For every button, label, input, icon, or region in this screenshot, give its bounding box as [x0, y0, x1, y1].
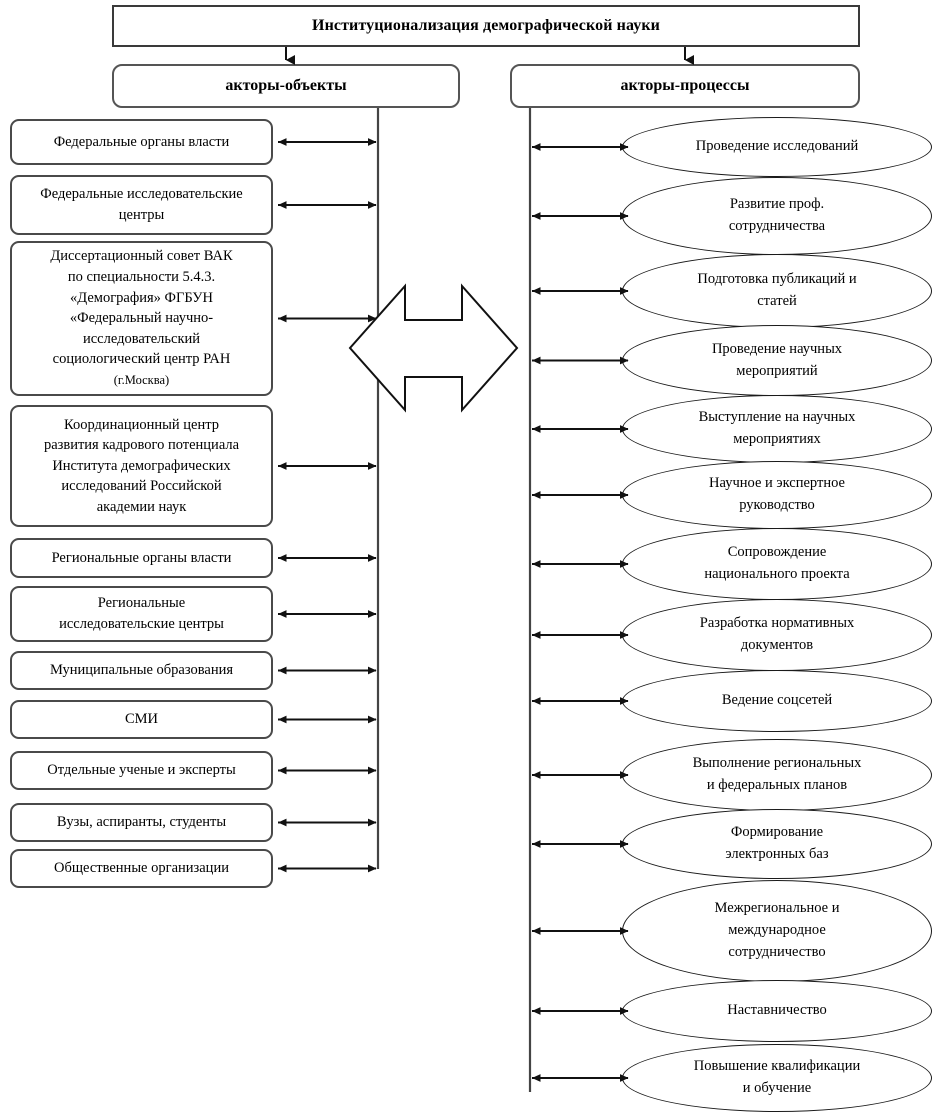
actor-process-label: Повышение квалификации и обучение [693, 1058, 861, 1096]
actor-object-box[interactable]: Региональные исследовательские центры [10, 586, 273, 642]
diagram-title-box: Институционализация демографической наук… [112, 5, 860, 47]
actor-object-label: Отдельные ученые и эксперты [47, 762, 236, 779]
actor-object-label: Муниципальные образования [49, 662, 234, 679]
actor-process-ellipse[interactable]: Сопровождение национального проекта [622, 528, 932, 600]
actor-object-box[interactable]: Вузы, аспиранты, студенты [10, 803, 273, 842]
actor-object-box[interactable]: Региональные органы власти [10, 538, 273, 578]
actor-object-box[interactable]: Координационный центр развития кадрового… [10, 405, 273, 527]
actor-process-ellipse[interactable]: Выступление на научных мероприятиях [622, 395, 932, 463]
actor-object-box[interactable]: Общественные организации [10, 849, 273, 888]
actor-object-label: Региональные органы власти [51, 549, 232, 566]
actor-object-box[interactable]: Федеральные исследовательские центры [10, 175, 273, 235]
column-header-label-right: акторы-процессы [620, 77, 750, 95]
actor-object-label: Региональные исследовательские центры [59, 595, 224, 632]
actor-object-box[interactable]: Муниципальные образования [10, 651, 273, 690]
actor-process-label: Разработка нормативных документов [699, 615, 855, 653]
actor-process-ellipse[interactable]: Разработка нормативных документов [622, 599, 932, 671]
left-connectors [277, 138, 377, 873]
actor-object-label: Общественные организации [54, 860, 229, 877]
actor-process-label: Формирование электронных баз [725, 824, 829, 862]
actor-object-box[interactable]: Отдельные ученые и эксперты [10, 751, 273, 790]
actor-process-label: Выполнение региональных и федеральных пл… [692, 755, 862, 793]
actor-process-ellipse[interactable]: Научное и экспертное руководство [622, 461, 932, 529]
bidirectional-block-arrow-icon [348, 283, 519, 413]
actor-process-ellipse[interactable]: Межрегиональное и международное сотрудни… [622, 880, 932, 982]
actor-process-ellipse[interactable]: Проведение научных мероприятий [622, 325, 932, 396]
actor-object-box[interactable]: СМИ [10, 700, 273, 739]
actor-process-ellipse[interactable]: Ведение соцсетей [622, 670, 932, 732]
column-header-actors-processes: акторы-процессы [510, 64, 860, 108]
actor-process-label: Проведение научных мероприятий [711, 340, 843, 379]
actor-process-label: Научное и экспертное руководство [709, 475, 845, 513]
actor-process-label: Подготовка публикаций и статей [697, 271, 857, 309]
actor-object-label: Федеральные органы власти [53, 133, 230, 150]
actor-process-ellipse[interactable]: Подготовка публикаций и статей [622, 254, 932, 328]
page-title: Институционализация демографической наук… [312, 17, 660, 35]
actor-process-label: Сопровождение национального проекта [704, 544, 850, 582]
right-connectors [531, 143, 629, 1082]
actor-process-label: Развитие проф. сотрудничества [728, 196, 826, 234]
actor-process-ellipse[interactable]: Формирование электронных баз [622, 809, 932, 879]
actor-object-label: СМИ [124, 711, 159, 728]
actor-process-label: Проведение исследований [695, 138, 859, 155]
actor-process-ellipse[interactable]: Проведение исследований [622, 117, 932, 177]
actor-process-label: Наставничество [727, 1002, 827, 1019]
actor-process-ellipse[interactable]: Повышение квалификации и обучение [622, 1044, 932, 1112]
actor-object-label: Координационный центр развития кадрового… [43, 416, 240, 515]
column-header-actors-objects: акторы-объекты [112, 64, 460, 108]
actor-process-ellipse[interactable]: Развитие проф. сотрудничества [622, 177, 932, 255]
actor-process-ellipse[interactable]: Наставничество [622, 980, 932, 1042]
actor-process-label: Выступление на научных мероприятиях [698, 409, 856, 447]
actor-process-label: Межрегиональное и международное сотрудни… [714, 900, 840, 960]
actor-process-ellipse[interactable]: Выполнение региональных и федеральных пл… [622, 739, 932, 811]
actor-object-label: Федеральные исследовательские центры [40, 186, 243, 223]
actor-object-label: Вузы, аспиранты, студенты [56, 814, 227, 831]
actor-process-label: Ведение соцсетей [721, 692, 833, 709]
column-header-label-left: акторы-объекты [225, 77, 347, 95]
actor-object-box[interactable]: Федеральные органы власти [10, 119, 273, 165]
